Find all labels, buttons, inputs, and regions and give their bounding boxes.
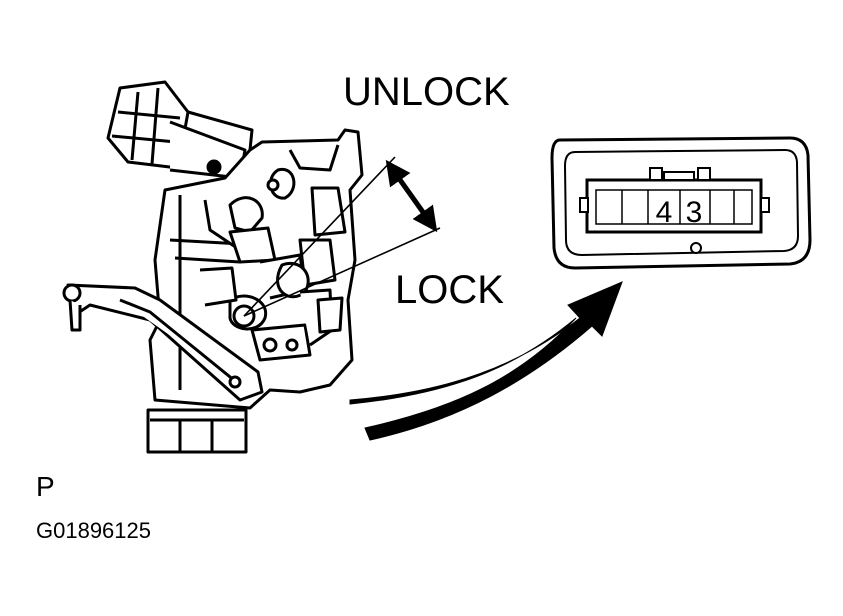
pivot-screw-icon <box>262 337 278 353</box>
terminal-4-label: 4 <box>656 196 673 229</box>
callout-arrow-icon <box>349 281 623 441</box>
lock-harness-plug <box>106 80 254 180</box>
view-label: P <box>36 471 55 502</box>
figure-code: G01896125 <box>36 518 151 543</box>
lock-direction-arrow-icon <box>385 159 438 233</box>
pivot-screw-icon <box>228 375 242 389</box>
pivot-screw-icon <box>206 159 222 175</box>
lock-lever-arm <box>62 283 264 402</box>
unlock-label: UNLOCK <box>343 70 510 114</box>
door-lock-assembly <box>62 80 364 454</box>
terminal-3-label: 3 <box>686 196 703 229</box>
lever-swing-guides <box>243 156 441 317</box>
lock-label: LOCK <box>395 268 504 312</box>
pivot-screw-icon <box>266 178 280 192</box>
connector-face-view: 4 3 <box>550 136 812 270</box>
pivot-screw-icon <box>285 338 299 352</box>
lock-bottom-connector <box>146 408 248 454</box>
